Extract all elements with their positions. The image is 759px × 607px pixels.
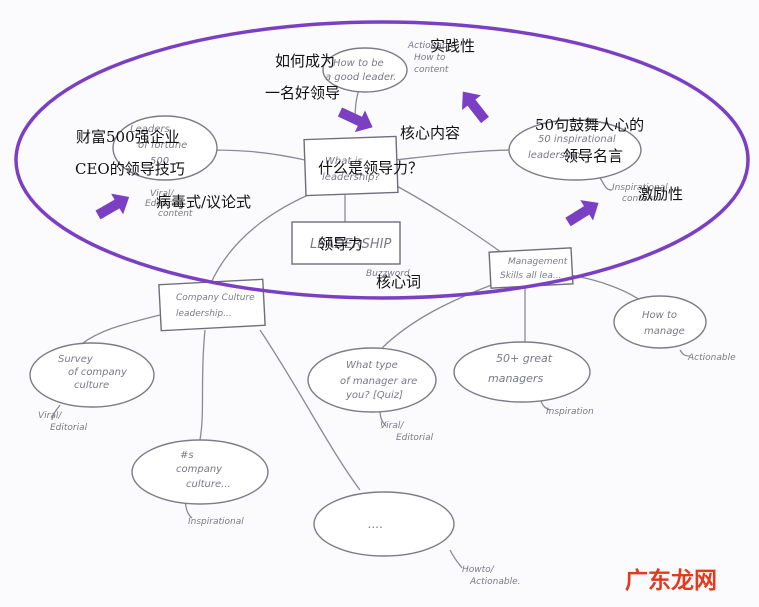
node-center: What is leadership? (303, 135, 399, 197)
quotes-tag-1: Inspirational (612, 183, 668, 193)
survey-tag-1: Viral/ (38, 411, 62, 421)
connector-survey-tag (51, 404, 61, 421)
manager-type-line-3: you? [Quiz] (345, 390, 403, 401)
fortune-line-3: 500 (150, 156, 169, 167)
annotation-leader-quotes: 领导名言 (563, 147, 623, 165)
center-line-2: leadership? (322, 172, 380, 183)
connector-culture-bottom (259, 329, 361, 491)
manager-type-line-1: What type (346, 360, 398, 371)
manager-type-tag-1: Viral/ (380, 421, 404, 431)
node-how-to-manage: How to manage Actionable (613, 295, 736, 363)
fortune-line-2: of fortune (138, 140, 187, 151)
emphasis-ellipse (14, 20, 750, 300)
node-great-managers: 50+ great managers Inspiration (453, 341, 594, 417)
annotation-core-content: 核心内容 (400, 124, 460, 142)
great-managers-line-2: managers (488, 372, 543, 385)
leadership-box-label: LEADERSHIP (310, 237, 391, 252)
annotation-fifty-quotes: 50句鼓舞人心的 (535, 116, 644, 134)
annotation-ceo-skills: CEO的领导技巧 (75, 160, 185, 178)
connector-quotes-tag (599, 177, 613, 191)
quotes-line-2: leadership... (528, 150, 590, 161)
annotation-keyword: 核心词 (376, 273, 421, 291)
good-leader-tag-1: Actionable (407, 41, 456, 51)
fortune-tag-3: content (158, 209, 193, 219)
survey-line-3: culture (74, 380, 109, 391)
survey-line-2: of company (68, 367, 128, 378)
connector-mgmt-howto (569, 274, 641, 301)
annotation-viral: 病毒式/议论式 (156, 193, 251, 211)
node-fortune: Leaders of fortune 500 Viral/ Editorial … (112, 115, 218, 219)
bottom-tag-2: Actionable. (469, 577, 520, 587)
company-culture-line-2: leadership... (176, 309, 232, 319)
good-leader-line-1: How to be (333, 58, 384, 69)
great-managers-tag: Inspiration (546, 407, 594, 417)
manager-type-tag-2: Editorial (396, 433, 434, 443)
management-line-2: Skills all lea... (500, 271, 562, 281)
annotation-leadership: 领导力 (318, 235, 363, 253)
fortune-tag-1: Viral/ (150, 189, 174, 199)
connector-culture-hash (199, 329, 206, 441)
connector-howto-tag (679, 349, 691, 357)
annotation-good-leader: 一名好领导 (265, 84, 340, 102)
quotes-tag-2: content (622, 194, 657, 204)
management-line-1: Management (508, 257, 568, 267)
leadership-tag: Buzzword (366, 269, 410, 279)
arrow-motivational (565, 200, 599, 227)
node-leadership: LEADERSHIP Buzzword (291, 221, 410, 279)
hash-culture-line-3: culture... (186, 479, 231, 490)
node-good-leader: How to be a good leader. Actionable How … (322, 41, 456, 93)
quotes-line-1: 50 inspirational (538, 134, 616, 145)
company-culture-line-1: Company Culture (176, 293, 255, 303)
connector-center-quotes (394, 149, 516, 161)
node-bottom: .... Howto/ Actionable. (313, 491, 520, 587)
arrow-viral (95, 193, 130, 220)
good-leader-tag-3: content (414, 65, 449, 75)
annotation-how-to-be: 如何成为 (275, 52, 335, 70)
hash-culture-line-2: company (176, 464, 223, 475)
node-survey: Survey of company culture Viral/ Editori… (29, 342, 155, 433)
connector-culture-survey (79, 314, 161, 346)
survey-line-1: Survey (58, 354, 94, 365)
how-to-manage-line-2: manage (644, 326, 685, 337)
bottom-tag-1: Howto/ (462, 565, 495, 575)
arrow-practical (461, 91, 489, 124)
good-leader-line-2: a good leader. (325, 72, 396, 83)
connector-mgmt-type (379, 279, 506, 351)
watermark: 广东龙网 (625, 567, 717, 594)
hash-culture-tag: Inspirational (188, 517, 244, 527)
great-managers-line-1: 50+ great (496, 352, 553, 365)
hash-culture-line-1: #s (180, 450, 194, 461)
node-quotes: 50 inspirational leadership... Inspirati… (508, 119, 668, 204)
chinese-annotations: 如何成为 一名好领导 实践性 核心内容 财富500强企业 CEO的领导技巧 病毒… (75, 37, 683, 291)
good-leader-tag-2: How to (414, 53, 446, 63)
survey-tag-2: Editorial (50, 423, 88, 433)
annotation-practical: 实践性 (430, 37, 475, 55)
node-company-culture: Company Culture leadership... (158, 278, 266, 332)
bottom-blob-label: .... (368, 517, 383, 531)
purple-arrows (95, 91, 599, 227)
annotation-fortune-ceo: 财富500强企业 (76, 128, 180, 146)
connector-center-fortune (204, 149, 306, 161)
arrow-core-content (337, 107, 373, 133)
annotation-motivational: 激励性 (638, 185, 683, 203)
node-manager-type: What type of manager are you? [Quiz] Vir… (307, 347, 437, 443)
center-line-1: What is (325, 156, 362, 167)
connector-bottom-tag (449, 549, 463, 569)
connector-center-management (394, 184, 506, 256)
how-to-manage-line-1: How to (642, 310, 677, 321)
node-hash-culture: #s company culture... Inspirational (131, 439, 269, 527)
how-to-manage-tag: Actionable (687, 353, 736, 363)
fortune-line-1: Leaders (130, 124, 170, 135)
manager-type-line-2: of manager are (340, 376, 417, 387)
connector-center-culture (209, 189, 321, 286)
annotation-what-is: 什么是领导力？ (318, 159, 423, 177)
fortune-tag-2: Editorial (145, 199, 183, 209)
